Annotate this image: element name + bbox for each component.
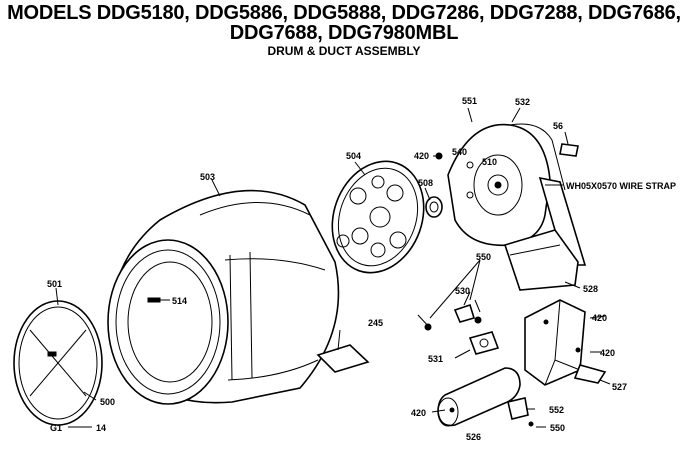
- bearing: [425, 196, 443, 218]
- capacitor-526: [437, 367, 521, 427]
- callout-508: 508: [418, 178, 433, 188]
- wire-screw: [417, 314, 432, 331]
- callout-550-top: 550: [476, 252, 491, 262]
- front-seal-ring: [13, 300, 103, 426]
- assembly-subtitle: DRUM & DUCT ASSEMBLY: [267, 44, 421, 58]
- callout-526: 526: [466, 432, 481, 442]
- callout-500: 500: [100, 397, 115, 407]
- sensor-530: [453, 303, 482, 324]
- callout-550-bottom: 550: [550, 423, 565, 433]
- thermostat-531: [468, 331, 500, 355]
- callout-14: 14: [96, 423, 106, 433]
- wire-strap-label: WH05X0570 WIRE STRAP: [566, 181, 676, 191]
- lint-plate: [316, 344, 370, 373]
- models-title-line-1: MODELS DDG5180, DDG5886, DDG5888, DDG728…: [7, 2, 681, 24]
- callout-540: 540: [452, 147, 467, 157]
- callout-504: 504: [346, 151, 361, 161]
- wire-connector: [507, 397, 534, 427]
- callout-g1: G1: [50, 423, 62, 433]
- leader-lines: [55, 107, 611, 428]
- callout-530: 530: [455, 286, 470, 296]
- callout-420-bracket-2: 420: [600, 348, 615, 358]
- small-clip: [559, 143, 579, 157]
- callout-531: 531: [428, 354, 443, 364]
- callout-527: 527: [612, 382, 627, 392]
- callout-420-capacitor: 420: [411, 408, 426, 418]
- motor-mount-bracket: [524, 299, 607, 386]
- callout-532: 532: [515, 97, 530, 107]
- callout-510: 510: [482, 157, 497, 167]
- callout-420-top: 420: [414, 151, 429, 161]
- drum: [107, 189, 340, 405]
- callout-420-bracket-1: 420: [592, 313, 607, 323]
- callout-514: 514: [172, 296, 187, 306]
- callout-503: 503: [200, 172, 215, 182]
- rear-drum-panel: [331, 160, 425, 274]
- models-title-line-2: DDG7688, DDG7980MBL: [229, 22, 459, 44]
- callout-528: 528: [583, 284, 598, 294]
- blower-housing: [447, 123, 587, 266]
- callout-551: 551: [462, 96, 477, 106]
- callout-552: 552: [549, 405, 564, 415]
- callout-245: 245: [368, 318, 383, 328]
- exhaust-duct: [503, 229, 579, 291]
- callout-501: 501: [47, 279, 62, 289]
- callout-56: 56: [553, 121, 563, 131]
